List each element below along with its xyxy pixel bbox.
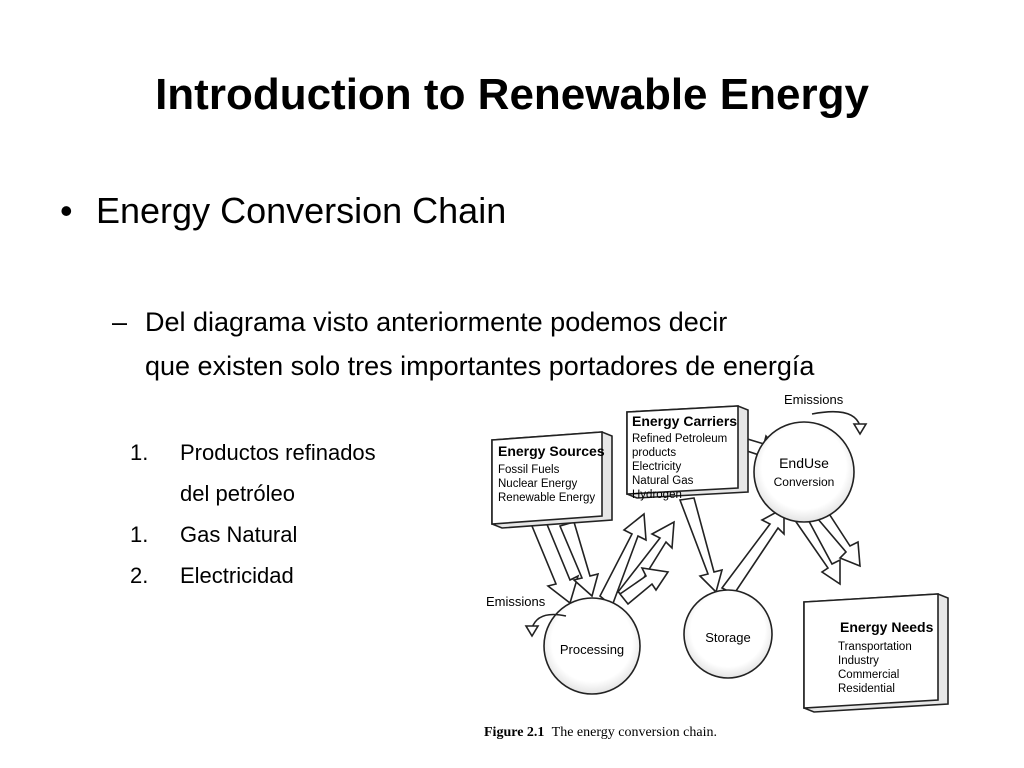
energy-carriers-box: Energy Carriers Refined Petroleum produc… xyxy=(626,405,749,501)
emissions-top-label: Emissions xyxy=(784,392,844,407)
sources-item: Fossil Fuels xyxy=(498,464,560,476)
list-item: 1. Gas Natural xyxy=(130,514,376,555)
bullet-dot: • xyxy=(60,190,73,231)
energy-conversion-figure: Energy Sources Fossil Fuels Nuclear Ener… xyxy=(462,388,968,750)
carriers-item: Refined Petroleum xyxy=(632,433,727,445)
enduse-line-1: EndUse xyxy=(779,455,829,471)
list-item: 2. Electricidad xyxy=(130,555,376,596)
list-item: 1. Productos refinados xyxy=(130,432,376,473)
list-item-continuation: del petróleo xyxy=(180,481,295,506)
carriers-item: Electricity xyxy=(632,461,681,473)
numbered-list: 1. Productos refinados del petróleo 1. Gas… xyxy=(130,432,376,596)
needs-title: Energy Needs xyxy=(840,619,934,635)
sub-line-2: que existen solo tres importantes portad… xyxy=(145,351,815,381)
enduse-line-2: Conversion xyxy=(774,475,835,489)
list-text: Electricidad xyxy=(180,563,294,588)
sources-title: Energy Sources xyxy=(498,443,605,459)
figure-caption: Figure 2.1 The energy conversion chain. xyxy=(484,725,717,740)
needs-item: Residential xyxy=(838,683,895,695)
sub-dash: – xyxy=(112,307,128,337)
carriers-item: Hydrogen xyxy=(632,489,682,501)
carriers-item: products xyxy=(632,447,676,459)
arrow-storage-to-enduse xyxy=(720,506,785,596)
emissions-left-arrowhead xyxy=(524,625,540,638)
carriers-title: Energy Carriers xyxy=(632,413,737,429)
emissions-top-arrow xyxy=(811,410,861,427)
caption-bold: Figure 2.1 xyxy=(484,725,544,740)
emissions-left-label: Emissions xyxy=(486,594,546,609)
main-bullet: • Energy Conversion Chain xyxy=(60,190,506,232)
list-number: 1. xyxy=(130,522,149,547)
arrow-processing-to-carriers xyxy=(598,512,647,608)
needs-item: Industry xyxy=(838,655,879,667)
storage-label: Storage xyxy=(705,630,751,645)
sources-item: Renewable Energy xyxy=(498,492,595,504)
arrow-processing-to-carriers-2 xyxy=(616,520,675,602)
list-text: Productos refinados xyxy=(180,440,376,465)
caption-text: The energy conversion chain. xyxy=(552,725,717,740)
needs-item: Commercial xyxy=(838,669,899,681)
processing-circle: Processing xyxy=(543,597,641,695)
sub-bullet: –Del diagrama visto anteriormente podemo… xyxy=(112,300,814,388)
arrow-carriers-to-storage xyxy=(678,497,724,594)
emissions-top-arrowhead xyxy=(852,423,868,436)
arrow-processing-to-storage xyxy=(618,566,670,606)
energy-sources-box: Energy Sources Fossil Fuels Nuclear Ener… xyxy=(491,431,613,529)
storage-circle: Storage xyxy=(683,589,773,679)
bullet-text: Energy Conversion Chain xyxy=(96,190,507,231)
carriers-item: Natural Gas xyxy=(632,475,694,487)
sub-line-1: Del diagrama visto anteriormente podemos… xyxy=(145,307,728,337)
energy-needs-box: Energy Needs Transportation Industry Com… xyxy=(803,593,949,713)
needs-item: Transportation xyxy=(838,641,912,653)
processing-label: Processing xyxy=(560,642,624,657)
arrow-sources-to-processing-2 xyxy=(558,521,600,598)
list-text: Gas Natural xyxy=(180,522,298,547)
slide-title: Introduction to Renewable Energy xyxy=(155,70,869,119)
enduse-circle: EndUse Conversion xyxy=(753,421,855,523)
arrow-sources-to-processing xyxy=(530,521,580,605)
list-number: 1. xyxy=(130,440,149,465)
list-number: 2. xyxy=(130,563,149,588)
sources-item: Nuclear Energy xyxy=(498,478,578,490)
